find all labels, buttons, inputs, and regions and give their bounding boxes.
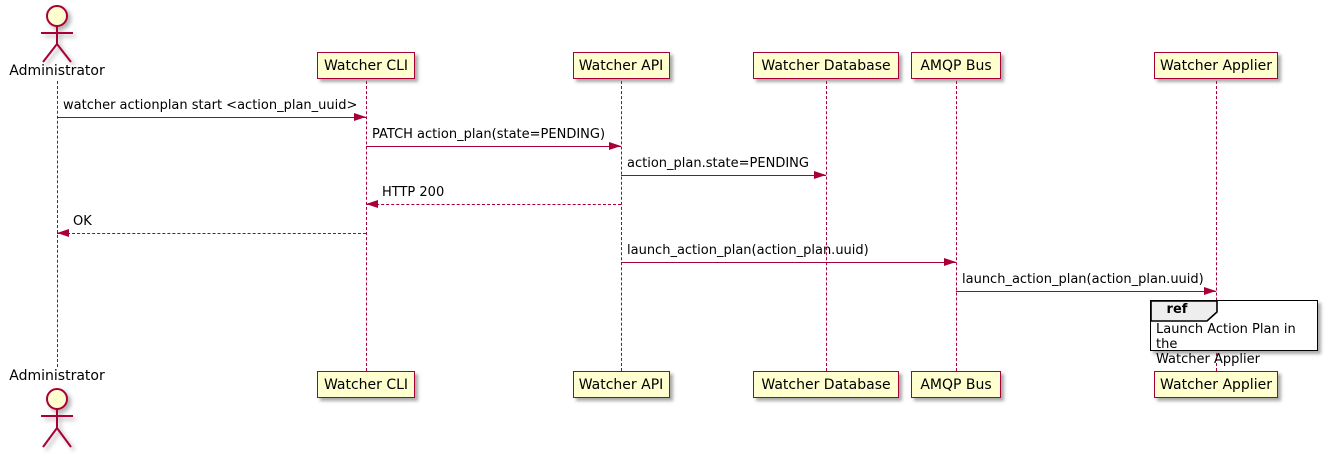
lifeline-administrator — [56, 81, 58, 367]
participant-watcher-cli-bottom: Watcher CLI — [317, 371, 415, 398]
message-line — [621, 262, 956, 263]
actor-icon — [41, 5, 73, 63]
message-arrowhead — [366, 200, 378, 208]
message-label: watcher actionplan start <action_plan_uu… — [63, 98, 358, 113]
participant-watcher-database-top: Watcher Database — [753, 52, 899, 79]
message-label: PATCH action_plan(state=PENDING) — [372, 127, 606, 142]
ref-header — [1150, 300, 1218, 322]
message-arrowhead — [1204, 287, 1216, 295]
message-arrowhead — [944, 258, 956, 266]
message-label: launch_action_plan(action_plan.uuid) — [627, 243, 869, 258]
lifeline-amqp-bus — [955, 81, 957, 371]
participant-amqp-bus-bottom: AMQP Bus — [911, 371, 1001, 398]
message-line — [366, 204, 621, 205]
participant-watcher-applier-top: Watcher Applier — [1154, 52, 1278, 79]
actor-icon — [41, 388, 73, 448]
message-label: HTTP 200 — [382, 185, 445, 200]
message-line — [621, 175, 826, 176]
message-line — [956, 291, 1216, 292]
message-line — [57, 117, 366, 118]
participant-watcher-applier-bottom: Watcher Applier — [1154, 371, 1278, 398]
message-line — [366, 146, 621, 147]
participant-watcher-api-bottom: Watcher API — [572, 371, 670, 398]
actor-label: Administrator — [9, 63, 105, 79]
message-label: OK — [73, 214, 92, 229]
message-arrowhead — [814, 171, 826, 179]
lifeline-watcher-cli — [365, 81, 367, 371]
participant-watcher-database-bottom: Watcher Database — [753, 371, 899, 398]
ref-text: Launch Action Plan in the Watcher Applie… — [1156, 322, 1296, 367]
message-label: action_plan.state=PENDING — [627, 156, 809, 171]
message-line — [57, 233, 366, 234]
lifeline-watcher-applier — [1215, 81, 1217, 371]
message-arrowhead — [609, 142, 621, 150]
ref-fragment: ref Launch Action Plan in the Watcher Ap… — [1150, 300, 1318, 367]
participant-watcher-api-top: Watcher API — [572, 52, 670, 79]
message-arrowhead — [354, 113, 366, 121]
participant-amqp-bus-top: AMQP Bus — [911, 52, 1001, 79]
participant-watcher-cli-top: Watcher CLI — [317, 52, 415, 79]
lifeline-watcher-api — [620, 81, 622, 371]
ref-keyword: ref — [1166, 302, 1188, 317]
lifeline-watcher-database — [825, 81, 827, 371]
message-arrowhead — [57, 229, 69, 237]
actor-label: Administrator — [9, 368, 105, 384]
message-label: launch_action_plan(action_plan.uuid) — [962, 272, 1204, 287]
